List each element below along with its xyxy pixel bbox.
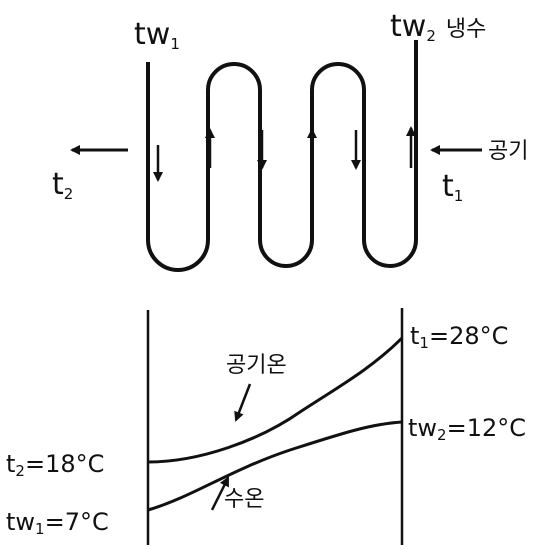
air-temperature-curve xyxy=(147,336,404,464)
air-out-label: t2 xyxy=(52,167,73,203)
air-curve-pointer xyxy=(234,383,252,422)
air-curve-label: 공기온 xyxy=(226,353,287,378)
temperature-profile: 공기온 수온 t1=28°C tw2=12°C t2=18°C tw1=7°C xyxy=(6,308,526,545)
tw2-label: tw2=12°C xyxy=(408,414,526,444)
t2-label: t2=18°C xyxy=(6,450,104,480)
water-curve-pointer xyxy=(210,476,230,511)
t1-label: t1=28°C xyxy=(410,322,508,352)
air-in-note: 공기 xyxy=(488,139,528,164)
tw1-label: tw1=7°C xyxy=(6,508,109,538)
air-in-label: t1 xyxy=(442,169,463,205)
water-curve-label: 수온 xyxy=(224,487,264,512)
coil-inlet-label: tw1 xyxy=(134,17,180,53)
water-temperature-curve xyxy=(147,420,403,512)
serpentine-coil xyxy=(146,40,418,272)
